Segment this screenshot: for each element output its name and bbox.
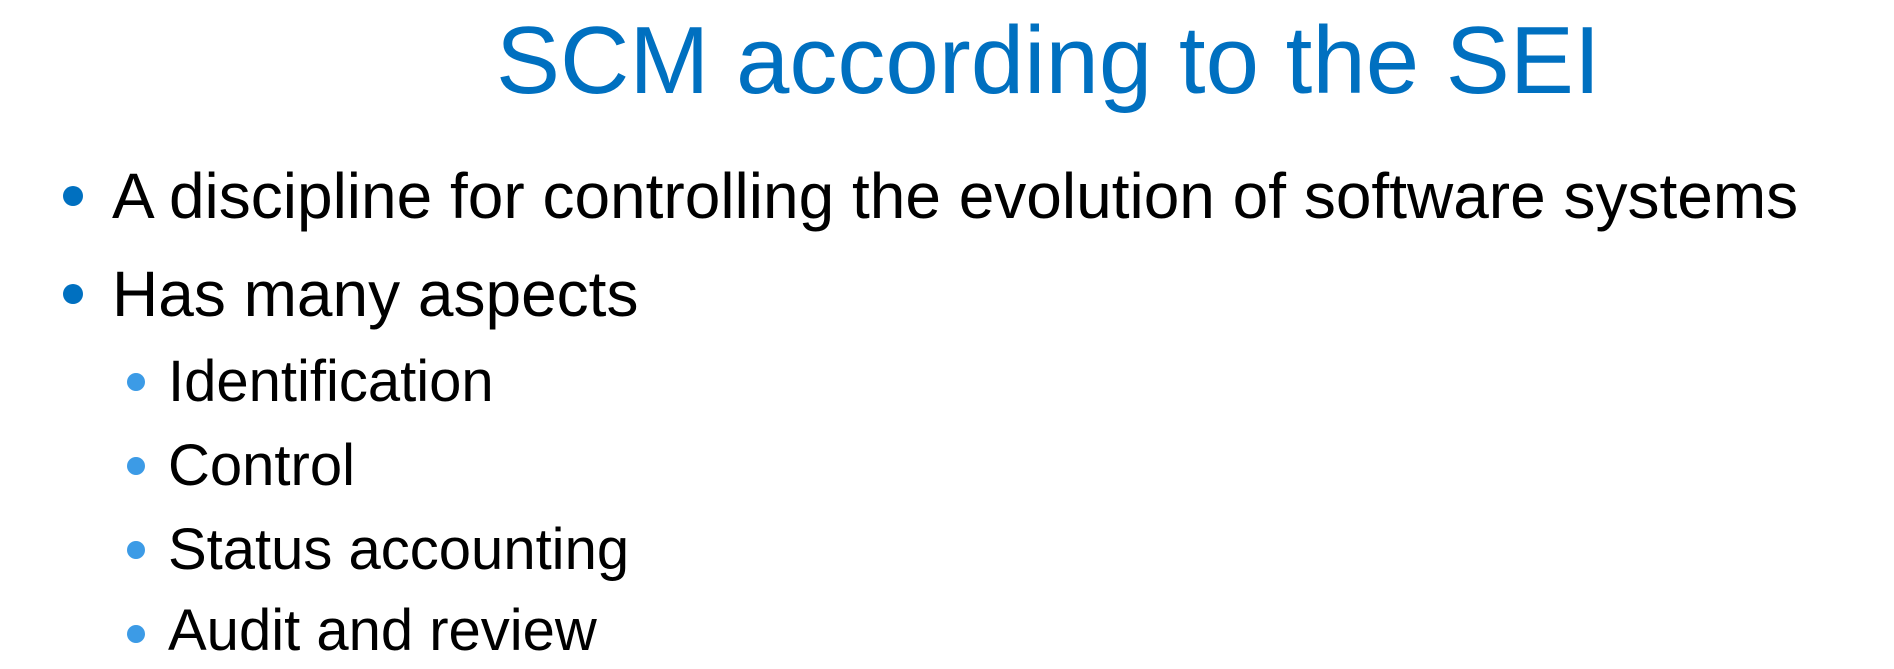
sub-bullet-dot-icon [127,457,145,475]
slide-title: SCM according to the SEI [496,7,1601,114]
sub-bullet-dot-icon [127,541,145,559]
bullet-item-discipline: A discipline for controlling the evoluti… [112,160,1799,232]
bullet-dot-icon [63,186,83,206]
sub-bullet-item-control: Control [168,433,355,498]
bullet-dot-icon [63,284,83,304]
sub-bullet-item-status-accounting: Status accounting [168,517,630,582]
sub-bullet-item-identification: Identification [168,349,494,414]
bullet-item-aspects: Has many aspects [112,258,639,330]
sub-bullet-dot-icon [127,625,145,643]
sub-bullet-dot-icon [127,373,145,391]
sub-bullet-item-audit-review: Audit and review [168,598,597,663]
